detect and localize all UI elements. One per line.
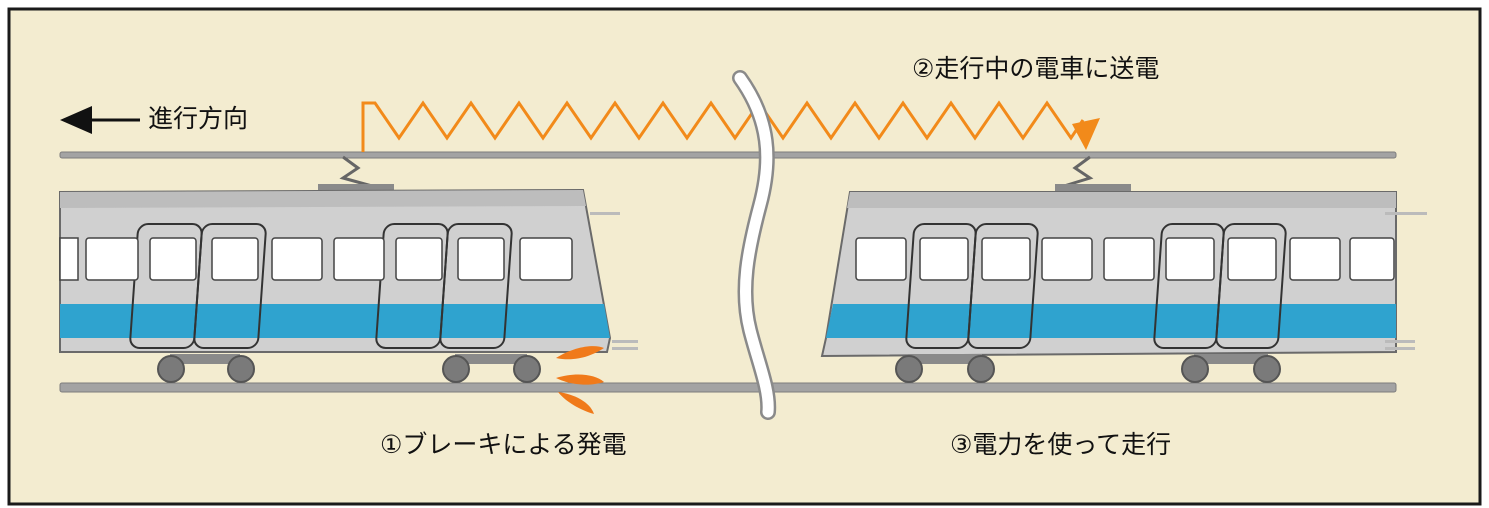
train-door [967, 223, 1039, 349]
train-windows [59, 237, 573, 281]
train-bogie [1181, 354, 1281, 383]
overhead-wire [59, 151, 1397, 159]
train-door [439, 223, 513, 349]
train-bogie [157, 354, 255, 383]
train-roof [60, 190, 586, 208]
train-roof [847, 192, 1396, 208]
direction-label: 進行方向 [148, 104, 249, 133]
pantograph [318, 155, 394, 192]
step1-braking-label: ①ブレーキによる発電 [380, 430, 627, 459]
train-bogie [442, 354, 541, 383]
left-arrow-icon [60, 106, 140, 134]
wavy-break-icon [732, 70, 777, 420]
train-door [1215, 223, 1287, 349]
train-windows [855, 237, 1395, 281]
pantograph [1055, 155, 1131, 192]
train-door [193, 223, 267, 349]
step3-running-label: ③電力を使って走行 [950, 430, 1172, 459]
power-arrowhead [1072, 118, 1100, 150]
train-stripe [60, 304, 610, 338]
braking-train [59, 155, 638, 383]
spark-icon [556, 346, 604, 414]
rail-track [59, 382, 1397, 393]
powered-train [820, 155, 1427, 383]
power-transfer-line [361, 100, 1100, 152]
step2-power-transfer-label: ②走行中の電車に送電 [912, 54, 1160, 83]
train-bogie [895, 354, 995, 383]
train-stripe [826, 304, 1396, 338]
